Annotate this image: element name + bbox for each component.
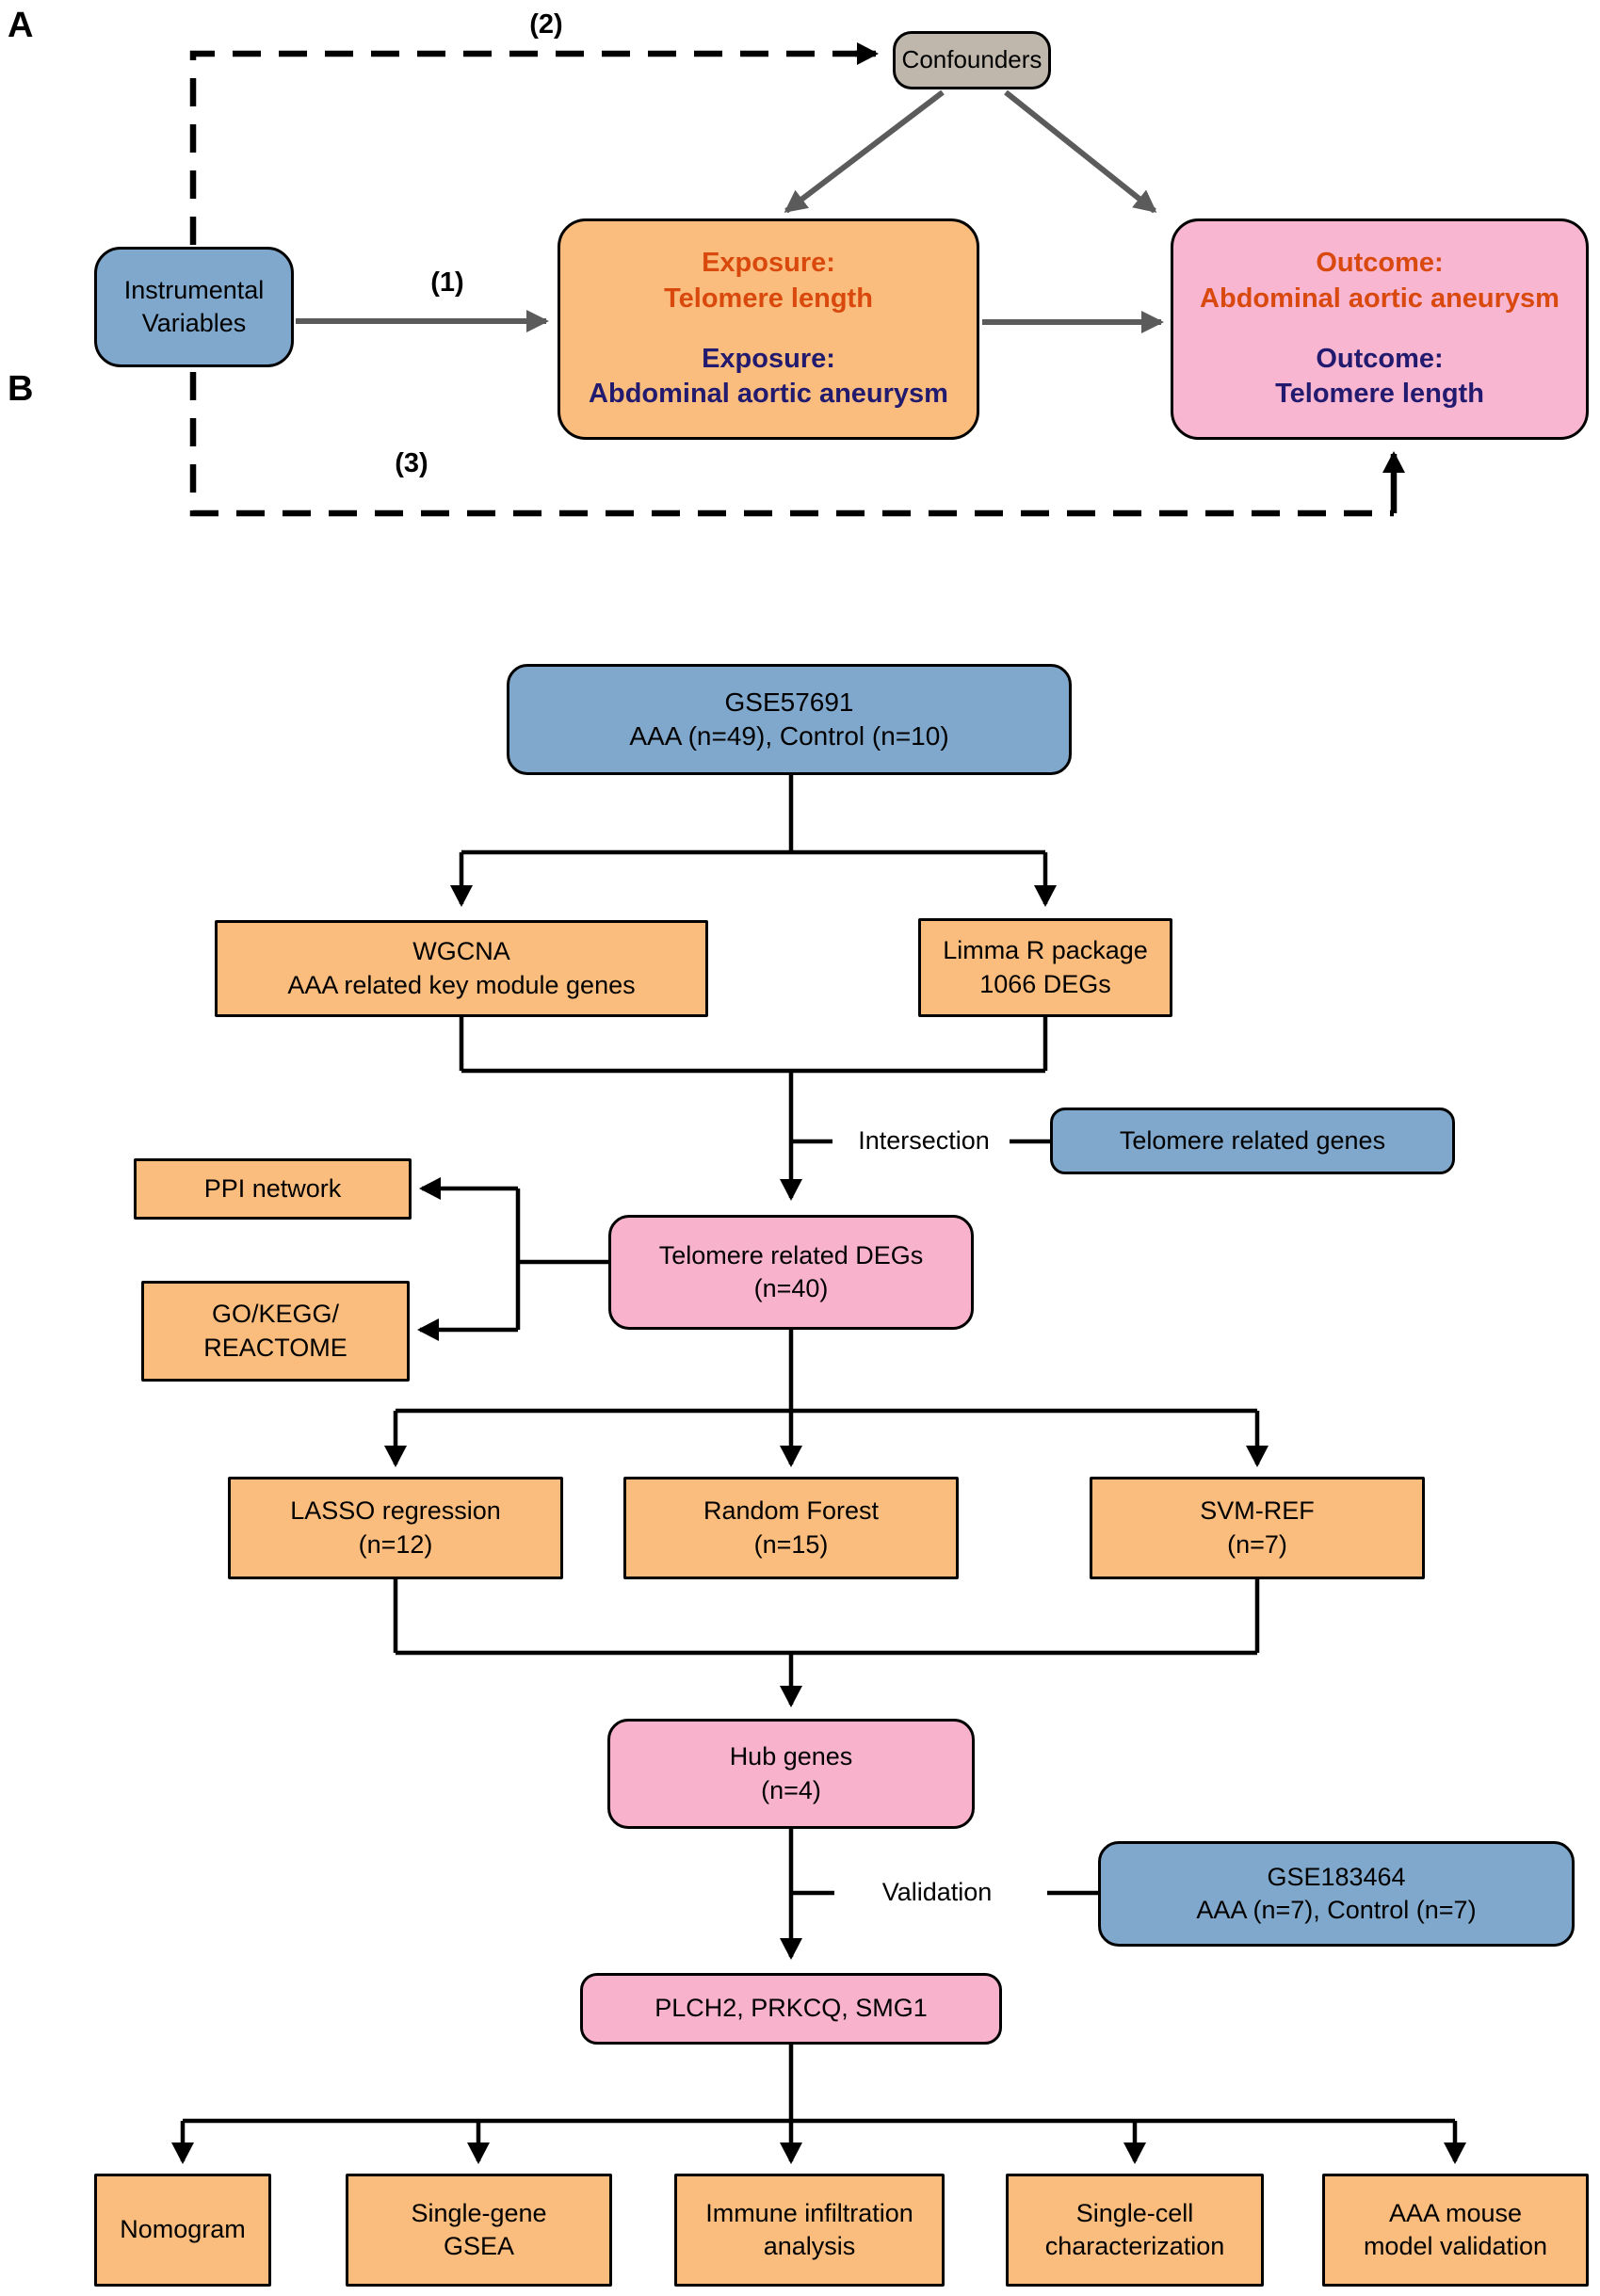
ppi-network-label: PPI network: [203, 1173, 342, 1203]
ppi-network-node: PPI network: [134, 1158, 412, 1220]
single-cell-line1: Single-cell: [1075, 2198, 1194, 2227]
nomogram-node: Nomogram: [94, 2174, 271, 2287]
hub-genes-line2: (n=4): [761, 1775, 821, 1804]
single-gene-gsea-line1: Single-gene: [411, 2198, 547, 2227]
immune-infiltration-node: Immune infiltration analysis: [674, 2174, 945, 2287]
gse57691-line1: GSE57691: [724, 687, 854, 717]
limma-node: Limma R package 1066 DEGs: [918, 918, 1172, 1017]
go-kegg-line2: REACTOME: [203, 1333, 347, 1362]
validation-label: Validation: [881, 1878, 993, 1906]
outcome-node: Outcome: Abdominal aortic aneurysm Outco…: [1171, 218, 1589, 440]
random-forest-line2: (n=15): [753, 1529, 829, 1559]
exposure-node: Exposure: Telomere length Exposure: Abdo…: [558, 218, 979, 440]
go-kegg-line1: GO/KEGG/: [211, 1300, 340, 1329]
path-label-2: (2): [529, 9, 563, 40]
telomere-degs-node: Telomere related DEGs (n=40): [608, 1215, 974, 1330]
intersection-label: Intersection: [858, 1126, 990, 1155]
immune-infiltration-line2: analysis: [763, 2232, 856, 2260]
confounders-node: Confounders: [893, 31, 1051, 89]
line-merge-hub: [393, 1579, 1260, 1656]
hub-genes-line1: Hub genes: [729, 1742, 853, 1771]
svm-ref-line2: (n=7): [1227, 1529, 1287, 1559]
wgcna-line1: WGCNA: [412, 937, 510, 966]
aaa-mouse-line2: model validation: [1363, 2232, 1548, 2260]
path-label-1: (1): [430, 267, 464, 298]
exposure-value-2: Abdominal aortic aneurysm: [589, 379, 948, 410]
gse183464-line2: AAA (n=7), Control (n=7): [1196, 1896, 1477, 1924]
lasso-line1: LASSO regression: [290, 1496, 501, 1526]
telomere-related-genes-node: Telomere related genes: [1050, 1108, 1455, 1174]
arrow-confounders-exposure: [784, 89, 945, 214]
exposure-value-1: Telomere length: [664, 283, 873, 314]
limma-line2: 1066 DEGs: [979, 969, 1111, 998]
lasso-line2: (n=12): [358, 1529, 433, 1559]
line-degs-split: [396, 1330, 1257, 1414]
dashed-path-3: [189, 372, 1394, 517]
panel-a-label: A: [8, 6, 34, 45]
instrumental-variables-node: Instrumental Variables: [94, 247, 294, 367]
lasso-node: LASSO regression (n=12): [228, 1477, 563, 1579]
limma-line1: Limma R package: [943, 936, 1148, 965]
immune-infiltration-line1: Immune infiltration: [705, 2198, 913, 2227]
single-gene-gsea-node: Single-gene GSEA: [346, 2174, 612, 2287]
line-merge-degs: [459, 1017, 1048, 1074]
gse57691-line2: AAA (n=49), Control (n=10): [629, 721, 949, 751]
path-label-3: (3): [395, 448, 428, 478]
confounders-label: Confounders: [901, 45, 1042, 74]
gse57691-node: GSE57691 AAA (n=49), Control (n=10): [507, 664, 1072, 775]
arrow-confounders-outcome: [1004, 89, 1157, 214]
single-gene-gsea-line2: GSEA: [443, 2232, 515, 2260]
exposure-title-2: Exposure:: [702, 343, 835, 374]
instrumental-variables-line2: Variables: [141, 309, 247, 337]
instrumental-variables-line1: Instrumental: [123, 275, 265, 304]
single-cell-node: Single-cell characterization: [1006, 2174, 1264, 2287]
gse183464-node: GSE183464 AAA (n=7), Control (n=7): [1098, 1841, 1575, 1947]
wgcna-line2: AAA related key module genes: [287, 970, 636, 999]
validated-genes-node: PLCH2, PRKCQ, SMG1: [580, 1973, 1002, 2045]
svm-ref-node: SVM-REF (n=7): [1090, 1477, 1425, 1579]
outcome-title-2: Outcome:: [1316, 343, 1444, 374]
random-forest-line1: Random Forest: [703, 1496, 880, 1526]
line-gse-split: [461, 775, 1045, 855]
outcome-title-1: Outcome:: [1316, 248, 1444, 279]
gse183464-line1: GSE183464: [1267, 1862, 1406, 1891]
exposure-title-1: Exposure:: [702, 248, 835, 279]
line-degs-bracket: [515, 1188, 608, 1330]
telomere-degs-line2: (n=40): [753, 1274, 829, 1302]
validated-genes-label: PLCH2, PRKCQ, SMG1: [655, 1994, 928, 2023]
outcome-value-1: Abdominal aortic aneurysm: [1200, 283, 1560, 314]
telomere-related-genes-label: Telomere related genes: [1119, 1125, 1386, 1155]
telomere-degs-line1: Telomere related DEGs: [658, 1240, 924, 1269]
aaa-mouse-line1: AAA mouse: [1388, 2198, 1523, 2227]
random-forest-node: Random Forest (n=15): [623, 1477, 959, 1579]
hub-genes-node: Hub genes (n=4): [607, 1719, 975, 1829]
outcome-value-2: Telomere length: [1275, 379, 1484, 410]
dashed-path-2: [189, 50, 859, 245]
aaa-mouse-node: AAA mouse model validation: [1322, 2174, 1589, 2287]
wgcna-node: WGCNA AAA related key module genes: [215, 920, 708, 1017]
svm-ref-line1: SVM-REF: [1200, 1496, 1315, 1526]
single-cell-line2: characterization: [1044, 2232, 1225, 2260]
go-kegg-node: GO/KEGG/ REACTOME: [141, 1281, 410, 1382]
panel-b-label: B: [8, 369, 34, 409]
line-genes-split: [183, 2045, 1455, 2124]
nomogram-label: Nomogram: [120, 2215, 246, 2244]
